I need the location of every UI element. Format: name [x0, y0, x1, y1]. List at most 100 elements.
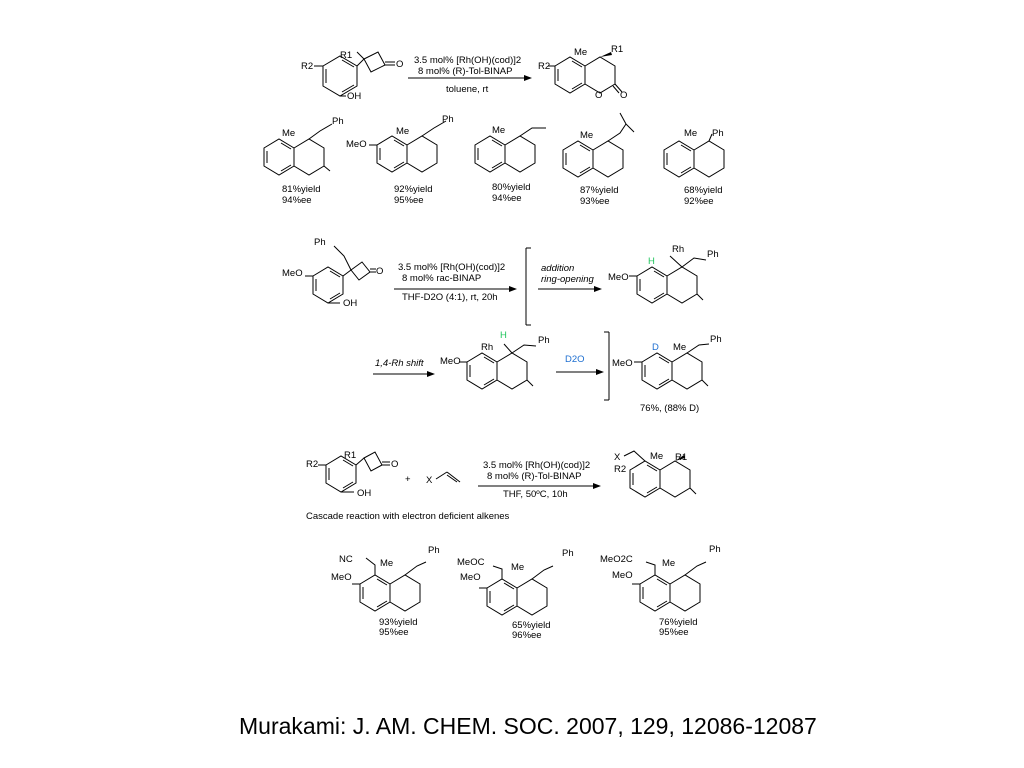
yield-label: 92%yield: [394, 184, 433, 195]
mechanism-product: MeO D Me Ph 76%, (88% D): [612, 334, 722, 414]
x-label: X: [614, 452, 621, 463]
methoxy-label: MeO: [346, 139, 367, 150]
ring-oxygen-label: O: [595, 90, 602, 101]
ee-label: 93%ee: [580, 196, 610, 207]
cascade-caption: Cascade reaction with electron deficient…: [306, 511, 510, 522]
cascade-starting-material: R2 OH O R1: [306, 450, 398, 499]
me-label: Me: [396, 126, 409, 137]
r2-label: R2: [301, 61, 313, 72]
result-label: 76%, (88% D): [640, 403, 699, 414]
yield-label: 65%yield: [512, 620, 551, 631]
conditions-line-1: 3.5 mol% [Rh(OH)(cod)]2: [398, 262, 505, 273]
me-label: Me: [492, 125, 505, 136]
oxo-label: O: [396, 59, 403, 70]
r2-label: R2: [306, 459, 318, 470]
oxo-label: O: [391, 459, 398, 470]
scope2-product-3: MeO MeO2C Me Ph 76%yield 95%ee: [600, 544, 721, 638]
intermediate-1: MeO H Rh Ph: [608, 244, 719, 304]
ewg-label: NC: [339, 554, 353, 565]
cascade-product: R2 X Me R1: [614, 450, 697, 498]
rhodium-label: Rh: [481, 342, 493, 353]
phenyl-label: Ph: [709, 544, 721, 555]
yield-label: 93%yield: [379, 617, 418, 628]
methoxy-label: MeO: [331, 572, 352, 583]
me-label: Me: [662, 558, 675, 569]
phenyl-label: Ph: [314, 237, 326, 248]
step-label-addition: addition: [541, 263, 574, 274]
ee-label: 96%ee: [512, 630, 542, 641]
intermediate-2: MeO Rh H Ph: [440, 330, 550, 390]
cascade-arrow: 3.5 mol% [Rh(OH)(cod)]2 8 mol% (R)-Tol-B…: [478, 460, 601, 500]
mechanism-arrow-3: 1,4-Rh shift: [373, 358, 435, 377]
oh-label: OH: [343, 298, 357, 309]
methoxy-label: MeO: [282, 268, 303, 279]
mechanism-starting-material: MeO OH O Ph: [282, 237, 383, 309]
phenyl-label: Ph: [562, 548, 574, 559]
me-label: Me: [380, 558, 393, 569]
phenyl-label: Ph: [428, 545, 440, 556]
methoxy-label: MeO: [612, 570, 633, 581]
yield-label: 87%yield: [580, 185, 619, 196]
oh-label: OH: [347, 91, 361, 102]
r2-label: R2: [614, 464, 626, 475]
me-label: Me: [650, 451, 663, 462]
conditions-line-2: 8 mol% rac-BINAP: [402, 273, 481, 284]
scope1-product-3: Me 80%yield 94%ee: [474, 125, 546, 204]
oh-label: OH: [357, 488, 371, 499]
ee-label: 94%ee: [282, 195, 312, 206]
rhodium-label: Rh: [672, 244, 684, 255]
me-label: Me: [574, 47, 587, 58]
conditions-line-1: 3.5 mol% [Rh(OH)(cod)]2: [414, 55, 521, 66]
plus-sign: +: [405, 474, 411, 485]
yield-label: 76%yield: [659, 617, 698, 628]
conditions-line-3: THF-D2O (4:1), rt, 20h: [402, 292, 498, 303]
scope2-product-2: MeO MeOC Me Ph 65%yield 96%ee: [457, 548, 574, 641]
r1-label: R1: [611, 44, 623, 55]
phenyl-label: Ph: [332, 116, 344, 127]
phenyl-label: Ph: [442, 114, 454, 125]
ee-label: 95%ee: [394, 195, 424, 206]
ee-label: 95%ee: [659, 627, 689, 638]
citation: Murakami: J. AM. CHEM. SOC. 2007, 129, 1…: [239, 713, 817, 739]
reaction1-product: R2 Me R1 O O: [538, 44, 627, 101]
mechanism-arrow-2: addition ring-opening: [538, 263, 602, 292]
step-label-rh-shift: 1,4-Rh shift: [375, 358, 424, 369]
reaction1-arrow: 3.5 mol% [Rh(OH)(cod)]2 8 mol% (R)-Tol-B…: [408, 55, 532, 95]
yield-label: 81%yield: [282, 184, 321, 195]
scope1-product-1: Me Ph 81%yield 94%ee: [263, 116, 344, 206]
r1-label: R1: [675, 452, 687, 463]
me-label: Me: [511, 562, 524, 573]
conditions-line-2: 8 mol% (R)-Tol-BINAP: [487, 471, 582, 482]
methoxy-label: MeO: [612, 358, 633, 369]
oxo-label: O: [376, 266, 383, 277]
methoxy-label: MeO: [460, 572, 481, 583]
step-label-ring-opening: ring-opening: [541, 274, 595, 285]
yield-label: 68%yield: [684, 185, 723, 196]
mechanism-arrow-4: D2O: [556, 354, 604, 375]
me-label: Me: [684, 128, 697, 139]
mechanism-arrow-1: 3.5 mol% [Rh(OH)(cod)]2 8 mol% rac-BINAP…: [394, 262, 517, 303]
ewg-label: MeO2C: [600, 554, 633, 565]
reaction1-starting-material: R2 OH O R1: [301, 50, 403, 102]
conditions-line-3: toluene, rt: [446, 84, 489, 95]
ee-label: 95%ee: [379, 627, 409, 638]
scope1-product-5: Me Ph 68%yield 92%ee: [663, 128, 725, 207]
scope2-product-1: MeO NC Me Ph 93%yield 95%ee: [331, 545, 440, 638]
phenyl-label: Ph: [710, 334, 722, 345]
me-label: Me: [673, 342, 686, 353]
r2-label: R2: [538, 61, 550, 72]
me-label: Me: [580, 130, 593, 141]
scope1-product-2: MeO Me Ph 92%yield 95%ee: [346, 114, 454, 206]
phenyl-label: Ph: [707, 249, 719, 260]
d2o-label: D2O: [565, 354, 585, 365]
r1-label: R1: [344, 450, 356, 461]
alkene: X: [426, 471, 461, 486]
x-label: X: [426, 475, 433, 486]
hydrogen-label: H: [648, 256, 655, 267]
hydrogen-label: H: [500, 330, 507, 341]
conditions-line-2: 8 mol% (R)-Tol-BINAP: [418, 66, 513, 77]
conditions-line-1: 3.5 mol% [Rh(OH)(cod)]2: [483, 460, 590, 471]
phenyl-label: Ph: [712, 128, 724, 139]
ee-label: 92%ee: [684, 196, 714, 207]
